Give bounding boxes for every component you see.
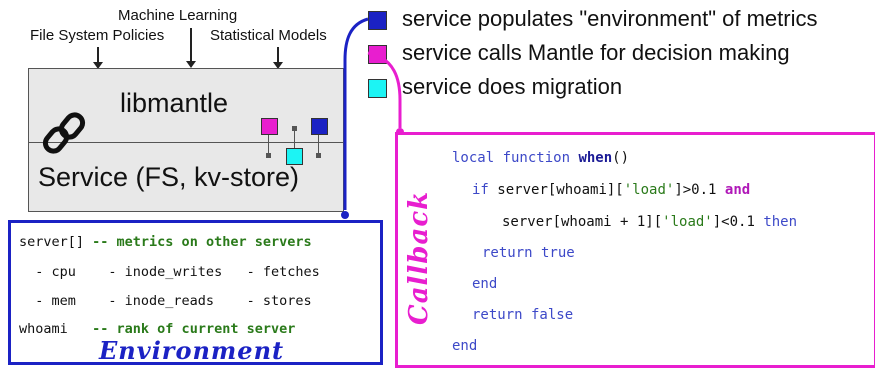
legend-populate-text: service populates "environment" of metri…: [402, 6, 818, 31]
callback-title: Callback: [404, 190, 434, 325]
callback-line-4: return true: [482, 245, 575, 261]
connector-dot: [316, 153, 321, 158]
service-label: Service (FS, kv-store): [38, 162, 300, 192]
callback-line-1: local function when(): [452, 150, 630, 166]
env-code: whoami: [19, 321, 93, 337]
libmantle-label: libmantle: [120, 88, 229, 118]
callback-line-3: server[whoami + 1]['load']<0.1 then: [502, 214, 798, 230]
arrow-ml: [186, 28, 196, 68]
legend-decision-text: service calls Mantle for decision making: [402, 40, 790, 65]
env-line-3: - mem - inode_reads - stores: [19, 293, 312, 309]
environment-title: Environment: [99, 336, 285, 365]
env-line-1: server[] -- metrics on other servers: [19, 234, 312, 250]
callback-line-7: end: [452, 338, 478, 354]
connector-stem: [268, 135, 269, 153]
blue-square: [311, 118, 328, 135]
callback-box: Callback local function when() if server…: [395, 132, 875, 368]
callback-line-5: end: [472, 276, 498, 292]
label-machine-learning: Machine Learning: [118, 7, 238, 24]
box-divider: [28, 142, 344, 143]
magenta-square: [261, 118, 278, 135]
label-fs-policies: File System Policies: [30, 27, 165, 44]
arrow-stat: [273, 47, 283, 69]
env-code: server[]: [19, 234, 93, 250]
connector-stem: [294, 131, 295, 148]
label-statistical-models: Statistical Models: [210, 27, 327, 44]
env-line-2: - cpu - inode_writes - fetches: [19, 264, 320, 280]
cyan-square: [286, 148, 303, 165]
legend-migration-text: service does migration: [402, 74, 623, 99]
env-comment: -- rank of current server: [92, 321, 296, 337]
connector-dot: [266, 153, 271, 158]
callback-line-6: return false: [472, 307, 574, 323]
legend-blue-square: [368, 11, 387, 30]
environment-box: server[] -- metrics on other servers - c…: [8, 220, 383, 365]
legend-cyan-square: [368, 79, 387, 98]
arrow-fs: [93, 47, 103, 69]
connector-stem: [318, 135, 319, 153]
env-comment: -- metrics on other servers: [92, 234, 312, 250]
connector-dot: [292, 126, 297, 131]
chain-link-icon: [42, 112, 86, 154]
callback-line-2: if server[whoami]['load']>0.1 and: [472, 182, 751, 198]
mantle-box: [28, 68, 344, 212]
env-line-4: whoami -- rank of current server: [19, 321, 295, 337]
